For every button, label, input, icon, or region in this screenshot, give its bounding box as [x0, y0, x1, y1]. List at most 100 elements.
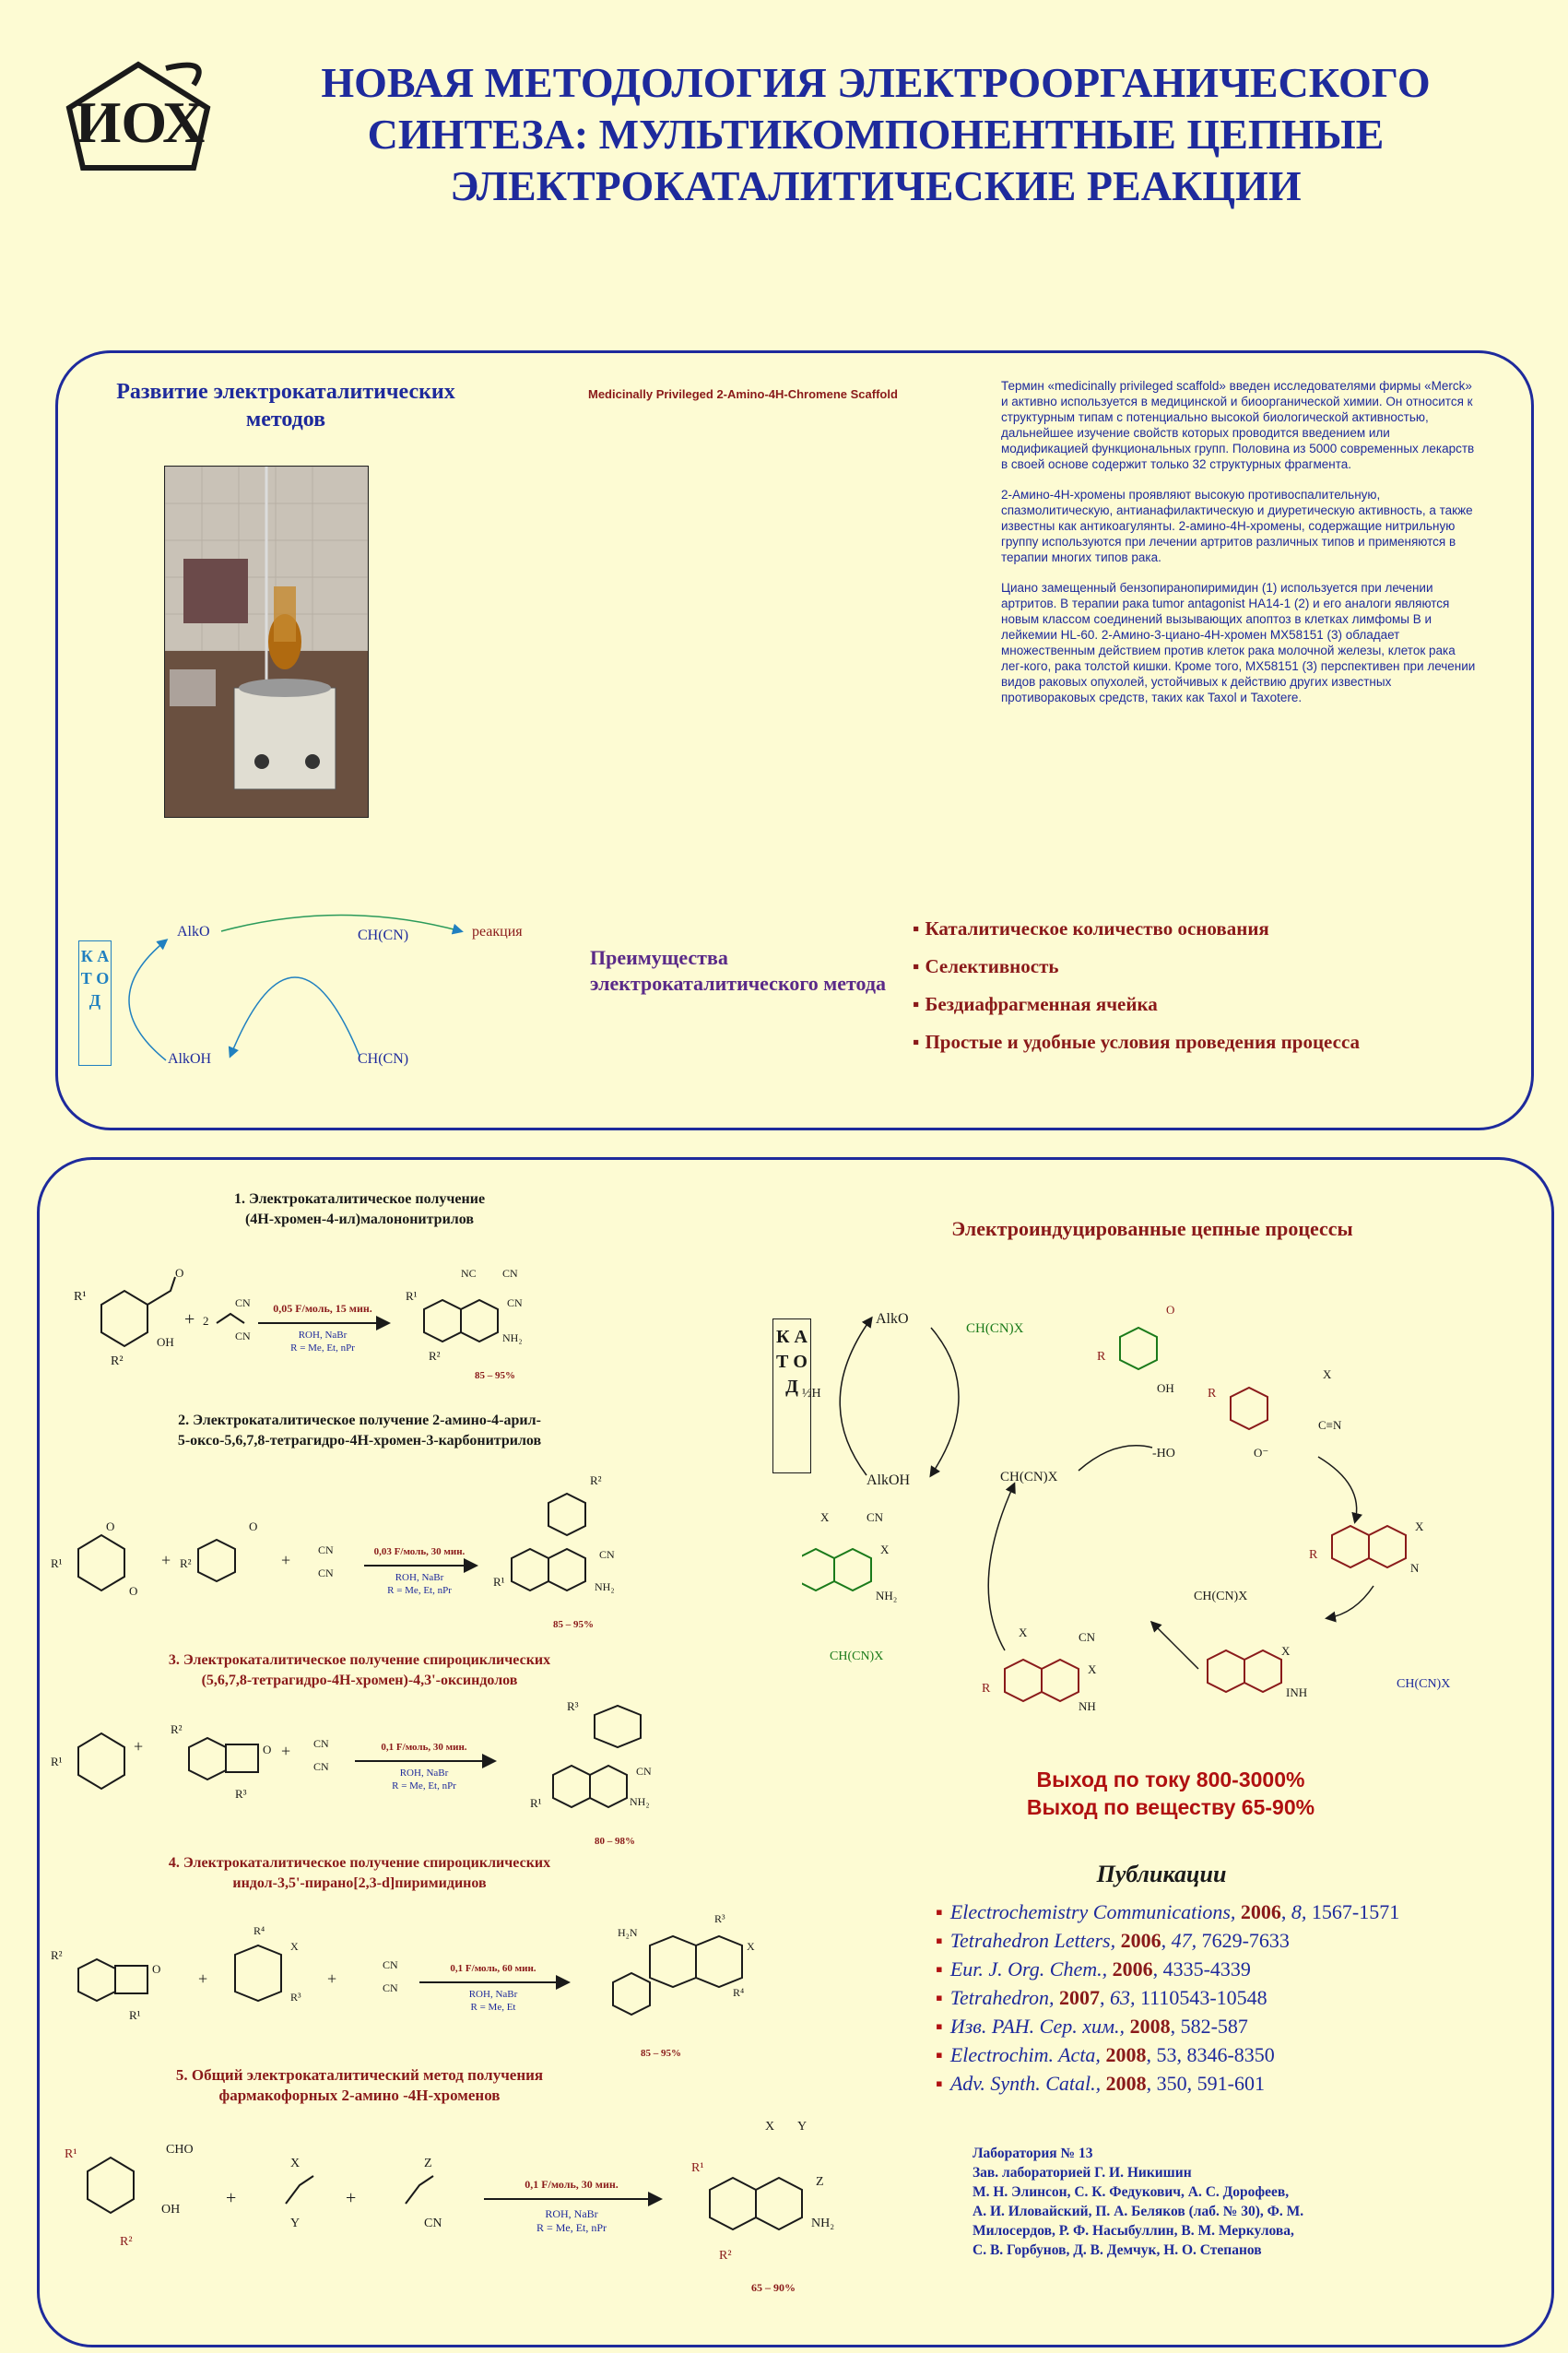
poster-title: НОВАЯ МЕТОДОЛОГИЯ ЭЛЕКТРООРГАНИЧЕСКОГО С… [230, 57, 1521, 212]
reaction-2-cond-mid: ROH, NaBr [395, 1572, 444, 1583]
svg-text:H₂N: H₂N [618, 1926, 638, 1939]
svg-text:R³: R³ [714, 1912, 725, 1925]
reaction-1-scheme: R¹ R² OH O + 2 CN CN 0,05 F/моль, 15 мин… [74, 1266, 523, 1381]
substance-yield: Выход по веществу 65-90% [1026, 1795, 1315, 1819]
svg-text:O: O [249, 1519, 257, 1533]
logo-text: ИОХ [76, 89, 206, 155]
yields-block: Выход по току 800-3000% Выход по веществ… [949, 1766, 1392, 1821]
reaction-5-title: 5. Общий электрокаталитический метод пол… [175, 2066, 544, 2104]
svg-text:+: + [281, 1742, 290, 1760]
current-yield: Выход по току 800-3000% [1036, 1768, 1305, 1791]
reaction-3-cond-mid: ROH, NaBr [400, 1768, 449, 1779]
svg-text:Y: Y [290, 2217, 300, 2230]
reaction-2-scheme: R¹ O O + R² O + CN CN 0,03 F/моль, 30 ми… [51, 1473, 615, 1630]
reaction-label: реакция [472, 924, 523, 940]
svg-text:R¹: R¹ [129, 2008, 141, 2022]
svg-text:+: + [281, 1551, 290, 1569]
publication-item: ▪Eur. J. Org. Chem., 2006, 4335-4339 [936, 1957, 1251, 1981]
publications-title: Публикации [1096, 1861, 1227, 1887]
svg-text:NH₂: NH₂ [876, 1589, 897, 1602]
description-text: Термин «medicinally privileged scaffold»… [1001, 378, 1480, 720]
svg-text:+: + [134, 1737, 143, 1756]
title-line-2: СИНТЕЗА: МУЛЬТИКОМПОНЕНТНЫЕ ЦЕПНЫЕ [367, 111, 1385, 158]
chain-process-diagram: ½H AlkO CH(CN)X AlkOH CH(CN)X -HO R O OH… [802, 1303, 1450, 1713]
svg-text:+: + [346, 2188, 356, 2208]
reaction-4-yield: 85 – 95% [641, 2048, 681, 2059]
reaction-5-scheme: R¹ R² CHO OH + X Y + Z CN 0,1 F/моль, 30… [65, 2120, 834, 2294]
svg-text:O: O [106, 1519, 114, 1533]
lab-line: Лаборатория № 13 [973, 2146, 1093, 2161]
lab-line: Зав. лабораторией Г. И. Никишин [973, 2165, 1192, 2181]
svg-text:R²: R² [111, 1354, 124, 1368]
lab-photo [164, 466, 369, 818]
reaction-5-cond-bot: R = Me, Et, nPr [536, 2221, 607, 2234]
svg-text:R: R [1097, 1350, 1106, 1364]
lab-line: Милосердов, Р. Ф. Насыбуллин, В. М. Мерк… [973, 2223, 1294, 2239]
catalytic-cycle-diagram: AlkO CH(CN) реакция AlkOH CH(CN) [128, 914, 523, 1067]
h2-label: ½H [802, 1387, 821, 1401]
svg-text:NH₂: NH₂ [502, 1331, 523, 1344]
publication-item: ▪Adv. Synth. Catal., 2008, 350, 591-601 [936, 2072, 1265, 2095]
reaction-3-yield: 80 – 98% [595, 1836, 635, 1847]
svg-text:+: + [161, 1551, 171, 1569]
reaction-5-cond-mid: ROH, NaBr [545, 2207, 597, 2220]
chcn2-label: CH(CN) [358, 928, 408, 943]
reaction-3-cond-bot: R = Me, Et, nPr [392, 1780, 456, 1791]
reaction-4-cond-bot: R = Me, Et [471, 2002, 516, 2013]
svg-text:R¹: R¹ [493, 1575, 505, 1589]
title-line-3: ЭЛЕКТРОКАТАЛИТИЧЕСКИЕ РЕАКЦИИ [450, 162, 1302, 209]
minus-h2o-label: -HO [1152, 1447, 1175, 1460]
lab-line: М. Н. Элинсон, С. К. Федукович, А. С. До… [973, 2184, 1290, 2200]
svg-text:R¹: R¹ [691, 2161, 704, 2175]
svg-text:+: + [327, 1969, 336, 1988]
svg-text:Z: Z [424, 2157, 432, 2170]
svg-text:+: + [184, 1309, 195, 1330]
reaction-2-cond-bot: R = Me, Et, nPr [387, 1585, 452, 1596]
reaction-4-title: 4. Электрокаталитическое получение спиро… [168, 1855, 551, 1891]
publications-list: ▪Electrochemistry Communications, 2006, … [936, 1898, 1526, 2098]
svg-text:2: 2 [203, 1314, 209, 1328]
publication-item: ▪Tetrahedron, 2007, 63, 1110543-10548 [936, 1986, 1267, 2009]
advantage-item: ▪Бездиафрагменная ячейка [913, 993, 1158, 1015]
svg-text:R⁴: R⁴ [253, 1924, 265, 1937]
reaction-2-title: 2. Электрокаталитическое получение 2-ами… [177, 1413, 542, 1448]
scaffold-title: Medicinally Privileged 2-Amino-4H-Chrome… [588, 387, 898, 401]
svg-text:O⁻: O⁻ [1254, 1446, 1268, 1460]
svg-text:X: X [1323, 1367, 1332, 1381]
ch2cnx-label-left: CH(CN)X [830, 1649, 883, 1663]
svg-text:O: O [152, 1962, 160, 1976]
chcnx-label-3: CH(CN)X [1194, 1590, 1247, 1603]
svg-text:R³: R³ [567, 1699, 579, 1713]
svg-text:X: X [290, 1940, 299, 1953]
svg-text:O: O [175, 1266, 183, 1280]
svg-text:CN: CN [424, 2217, 442, 2230]
svg-text:CN: CN [507, 1296, 523, 1309]
reaction-1-yield: 85 – 95% [475, 1370, 515, 1381]
ch2cn2-label: CH(CN) [358, 1051, 408, 1067]
svg-text:O: O [1166, 1303, 1174, 1317]
svg-text:C≡N: C≡N [1318, 1418, 1342, 1432]
svg-text:CN: CN [235, 1296, 251, 1309]
svg-text:N: N [1410, 1561, 1420, 1575]
svg-text:OH: OH [1157, 1381, 1174, 1395]
publication-item: ▪Electrochim. Acta, 2008, 53, 8346-8350 [936, 2043, 1275, 2066]
alkoh-chain-label: AlkOH [867, 1472, 911, 1488]
svg-text:NH₂: NH₂ [630, 1795, 650, 1808]
svg-text:NH₂: NH₂ [595, 1580, 615, 1593]
svg-text:CHO: CHO [166, 2143, 194, 2157]
svg-text:CN: CN [599, 1548, 615, 1561]
svg-text:CN: CN [867, 1510, 884, 1524]
svg-text:OH: OH [157, 1335, 174, 1349]
svg-text:X: X [290, 2157, 300, 2170]
section-title: Развитие электрокаталитических методов [116, 380, 455, 432]
svg-text:R²: R² [590, 1473, 602, 1487]
svg-text:X: X [765, 2120, 774, 2134]
chain-processes-title: Электроиндуцированные цепные процессы [951, 1217, 1353, 1240]
advantage-item: ▪Простые и удобные условия проведения пр… [913, 1031, 1361, 1053]
cathode-label-top: К А Т О Д [78, 940, 112, 1066]
svg-text:Y: Y [797, 2120, 807, 2134]
svg-text:X: X [880, 1543, 890, 1556]
svg-text:CN: CN [502, 1267, 518, 1280]
svg-text:NH: NH [1079, 1699, 1096, 1713]
svg-text:R²: R² [120, 2235, 133, 2249]
